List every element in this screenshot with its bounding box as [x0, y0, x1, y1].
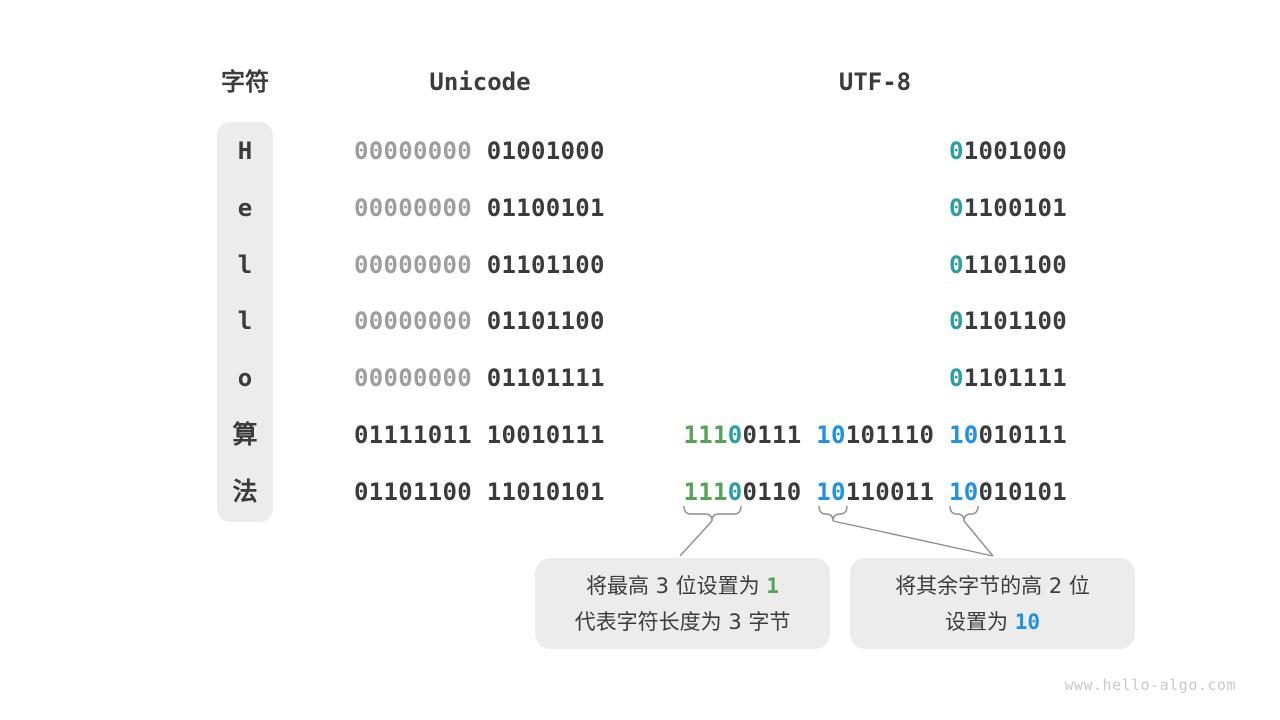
char-cell: o: [237, 364, 253, 392]
binary-segment: [472, 251, 487, 279]
unicode-cell: 00000000 01100101: [354, 191, 605, 225]
unicode-cell: 00000000 01101100: [354, 304, 605, 338]
callout-continuation-line2: 设置为 10: [945, 604, 1040, 640]
utf8-cell: 01101100: [949, 304, 1067, 338]
binary-segment: 00000000: [354, 251, 472, 279]
binary-segment: 01101100 11010101: [354, 478, 605, 506]
binary-segment: 0: [727, 421, 743, 449]
utf8-cell: 11100111 10101110 10010111: [684, 418, 1068, 452]
binary-segment: 01101111: [486, 364, 605, 392]
binary-segment: 111: [683, 421, 728, 449]
binary-segment: 110011: [845, 478, 949, 506]
callout-continuation-bits: 将其余字节的高 2 位 设置为 10: [850, 558, 1135, 649]
utf8-cell: 01101111: [949, 361, 1067, 395]
column-header-unicode: Unicode: [429, 68, 531, 96]
char-cell: e: [237, 194, 253, 222]
callout-high-bits-line2: 代表字符长度为 3 字节: [574, 609, 791, 634]
binary-segment: 1101111: [963, 364, 1067, 392]
binary-segment: 111: [683, 478, 728, 506]
connector-left: [679, 520, 713, 557]
callout-high-bits-line1: 将最高 3 位设置为 1: [586, 568, 779, 604]
binary-segment: 00000000: [354, 307, 472, 335]
binary-segment: 00000000: [354, 364, 472, 392]
highlight-blue-10: 10: [1014, 609, 1040, 634]
binary-segment: 10: [816, 421, 846, 449]
connector-right-a: [832, 520, 994, 557]
callout-high-bits: 将最高 3 位设置为 1 代表字符长度为 3 字节: [535, 558, 830, 649]
binary-segment: 01101100: [486, 251, 605, 279]
binary-segment: 010111: [978, 421, 1067, 449]
binary-segment: 10: [949, 421, 979, 449]
char-cell: 法: [232, 477, 258, 506]
binary-segment: 1100101: [963, 194, 1067, 222]
binary-segment: 0110: [742, 478, 817, 506]
char-cell: l: [237, 251, 253, 279]
callout-continuation-line1: 将其余字节的高 2 位: [895, 573, 1090, 598]
char-cell: l: [237, 307, 253, 335]
unicode-cell: 00000000 01101111: [354, 361, 605, 395]
callout-text: 将最高 3 位设置为: [585, 573, 767, 598]
binary-segment: 1001000: [963, 137, 1067, 165]
binary-segment: [472, 194, 487, 222]
callout-text: 设置为: [945, 609, 1015, 634]
binary-segment: 10: [816, 478, 846, 506]
watermark: www.hello-algo.com: [1064, 676, 1236, 694]
binary-segment: 101110: [845, 421, 949, 449]
binary-segment: 0111: [742, 421, 817, 449]
binary-segment: 00000000: [354, 194, 472, 222]
column-header-char: 字符: [221, 68, 269, 96]
binary-segment: 0: [727, 478, 743, 506]
char-column-background: [217, 122, 273, 522]
binary-segment: 0: [949, 194, 964, 222]
binary-segment: 0: [949, 251, 964, 279]
binary-segment: [472, 137, 487, 165]
char-cell: H: [237, 137, 253, 165]
binary-segment: 01111011 10010111: [354, 421, 605, 449]
utf8-cell: 11100110 10110011 10010101: [684, 475, 1068, 509]
binary-segment: 01101100: [486, 307, 605, 335]
unicode-cell: 01101100 11010101: [354, 475, 605, 509]
utf8-cell: 01101100: [949, 248, 1067, 282]
binary-segment: 1101100: [963, 307, 1067, 335]
unicode-cell: 01111011 10010111: [354, 418, 605, 452]
binary-segment: [472, 307, 487, 335]
binary-segment: 01100101: [486, 194, 605, 222]
binary-segment: 10: [949, 478, 979, 506]
unicode-cell: 00000000 01101100: [354, 248, 605, 282]
binary-segment: 0: [949, 307, 964, 335]
column-header-utf8: UTF-8: [838, 68, 912, 96]
unicode-cell: 00000000 01001000: [354, 134, 605, 168]
binary-segment: [472, 364, 487, 392]
binary-segment: 0: [949, 364, 964, 392]
binary-segment: 01001000: [486, 137, 605, 165]
binary-segment: 0: [949, 137, 964, 165]
binary-segment: 1101100: [963, 251, 1067, 279]
connector-right-b: [963, 520, 994, 557]
utf8-cell: 01100101: [949, 191, 1067, 225]
utf8-cell: 01001000: [949, 134, 1067, 168]
highlight-green-1: 1: [766, 573, 780, 598]
binary-segment: 010101: [978, 478, 1067, 506]
char-cell: 算: [232, 420, 258, 449]
binary-segment: 00000000: [354, 137, 472, 165]
